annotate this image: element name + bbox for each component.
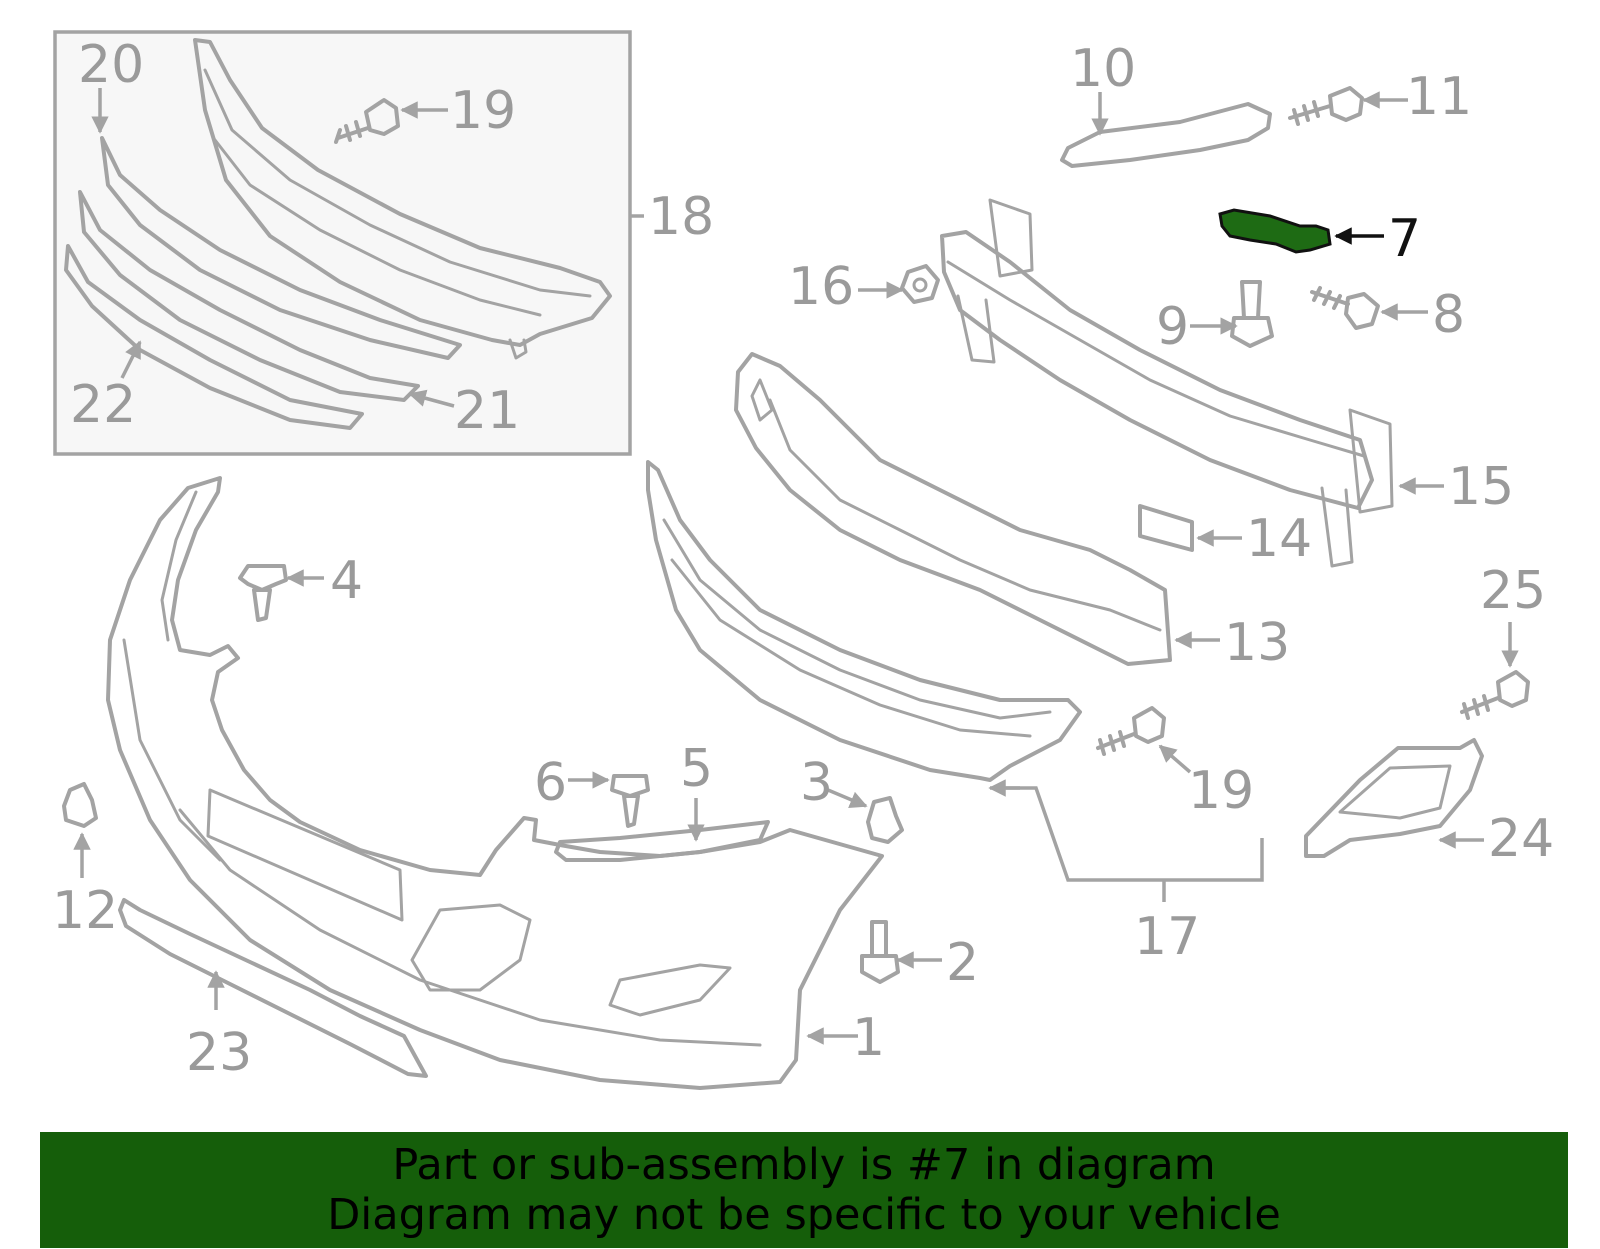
part-5-molding xyxy=(554,820,770,862)
callout-6: 6 xyxy=(534,753,567,813)
part-19-bolt xyxy=(1096,706,1166,756)
callout-22: 22 xyxy=(70,375,136,435)
part-17-lower-grille xyxy=(646,460,1082,782)
part-13-energy-absorber xyxy=(734,352,1172,666)
part-2-screw xyxy=(860,920,900,984)
leader-3 xyxy=(827,788,868,808)
callout-15: 15 xyxy=(1448,457,1514,517)
part-20-molding xyxy=(100,136,462,360)
part-11-bolt xyxy=(1288,86,1364,126)
callout-25: 25 xyxy=(1480,561,1546,621)
callout-4: 4 xyxy=(330,551,363,611)
callout-2: 2 xyxy=(946,933,979,993)
callout-19: 19 xyxy=(1188,761,1254,821)
info-banner: Part or sub-assembly is #7 in diagram Di… xyxy=(40,1132,1568,1248)
callout-12: 12 xyxy=(52,881,118,941)
grille-inset-box xyxy=(53,30,632,456)
callout-14: 14 xyxy=(1246,509,1312,569)
part-6-clip xyxy=(610,774,650,828)
part-12-clip xyxy=(62,782,98,828)
callout-24: 24 xyxy=(1488,809,1554,869)
part-4-clip xyxy=(238,564,288,622)
callout-8: 8 xyxy=(1432,285,1465,345)
callout-11: 11 xyxy=(1406,67,1472,127)
part-15-impact-beam xyxy=(940,198,1394,568)
part-1-bumper-cover xyxy=(106,476,884,1090)
callout-20: 20 xyxy=(78,35,144,95)
part-3-clip xyxy=(866,796,904,844)
part-19-bolt-inset xyxy=(334,98,400,144)
callout-16: 16 xyxy=(788,257,854,317)
callout-7: 7 xyxy=(1388,209,1421,269)
leader-22 xyxy=(120,340,142,379)
part-22-molding xyxy=(64,244,364,430)
callout-21: 21 xyxy=(454,381,520,441)
leader-17 xyxy=(1000,786,1264,882)
part-9-bolt xyxy=(1230,280,1274,348)
part-18-grille xyxy=(193,38,612,360)
callout-13: 13 xyxy=(1224,613,1290,673)
callout-3: 3 xyxy=(800,753,833,813)
callout-9: 9 xyxy=(1156,297,1189,357)
callout-17: 17 xyxy=(1134,907,1200,967)
callout-23: 23 xyxy=(186,1023,252,1083)
part-14-bracket xyxy=(1138,504,1194,552)
part-25-bolt xyxy=(1460,670,1530,720)
callout-1: 1 xyxy=(852,1008,885,1068)
callout-19-inset: 19 xyxy=(450,81,516,141)
callout-5: 5 xyxy=(680,739,713,799)
part-16-nut xyxy=(900,264,940,304)
callout-18: 18 xyxy=(648,187,714,247)
leader-21 xyxy=(408,389,455,408)
part-24-fog-lamp-cover xyxy=(1304,738,1484,858)
leader-19 xyxy=(1158,744,1192,774)
part-23-lower-molding xyxy=(118,898,428,1078)
part-7-highlighted-bracket xyxy=(1218,208,1332,254)
banner-line-2: Diagram may not be specific to your vehi… xyxy=(327,1190,1281,1240)
part-10-bracket xyxy=(1060,102,1272,168)
part-8-bolt xyxy=(1310,286,1380,330)
banner-line-1: Part or sub-assembly is #7 in diagram xyxy=(392,1140,1216,1190)
callout-10: 10 xyxy=(1070,39,1136,99)
